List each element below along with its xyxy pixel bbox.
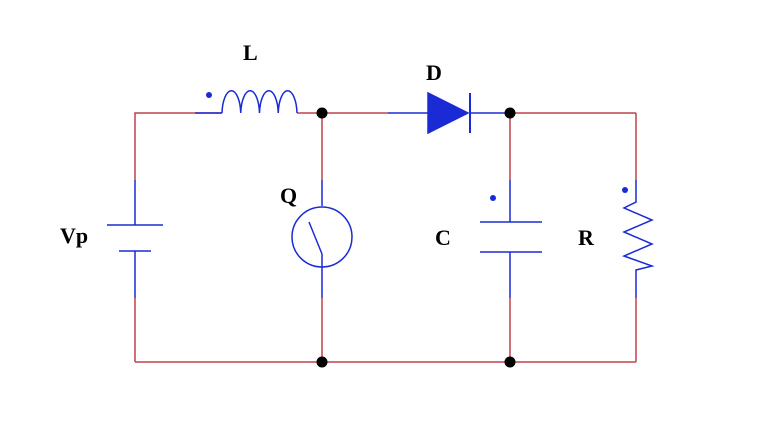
switch-label: Q [280,183,297,208]
capacitor-symbol [480,180,542,298]
switch-blade [308,221,323,255]
junction-top-switch [316,107,328,119]
diode-symbol [388,91,510,135]
wire-left-top [134,112,222,180]
wires [134,112,637,363]
junction-bottom-switch [316,356,328,368]
resistor-polarity-dot [622,187,628,193]
capacitor-label: C [435,225,451,250]
components [107,90,655,298]
capacitor-polarity-dot [490,195,496,201]
labels: L D Vp Q C R [60,40,595,250]
polarity-dots [206,92,628,201]
diode-triangle [427,91,470,135]
junctions [316,107,516,368]
source-label: Vp [60,223,88,248]
switch-symbol [291,180,353,298]
resistor-label: R [578,225,595,250]
inductor-symbol [195,90,298,114]
junction-top-cap [504,107,516,119]
diode-label: D [426,60,442,85]
inductor-label: L [243,40,258,65]
voltage-source-symbol [107,180,163,298]
inductor-polarity-dot [206,92,212,98]
junction-bottom-cap [504,356,516,368]
resistor-symbol [621,180,655,298]
